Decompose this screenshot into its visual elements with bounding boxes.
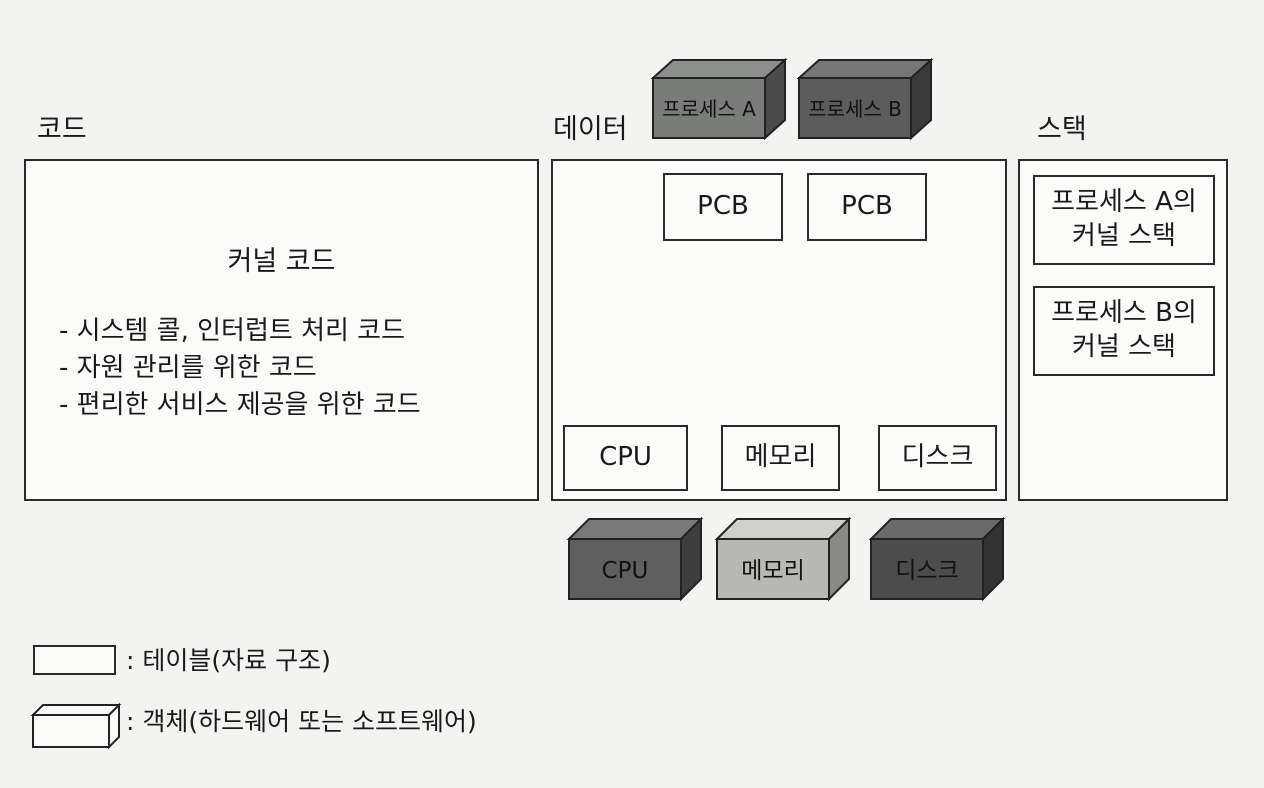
cpu-object-label: CPU [602, 558, 649, 584]
data-heading: 데이터 [553, 114, 628, 145]
legend-object-swatch-front [32, 714, 110, 748]
memory-object-top [714, 518, 852, 540]
kernel-code-list: - 시스템 콜, 인터럽트 처리 코드 - 자원 관리를 위한 코드 - 편리한… [59, 313, 421, 424]
memory-object-front [716, 538, 830, 600]
kernel-code-item: - 자원 관리를 위한 코드 [59, 353, 317, 383]
process-b-kernel-stack: 프로세스 B의 커널 스택 [1033, 286, 1215, 376]
code-heading: 코드 [37, 114, 87, 145]
legend-table-text: : 테이블(자료 구조) [126, 646, 331, 675]
memory-table: 메모리 [721, 425, 840, 491]
process-a-kernel-stack: 프로세스 A의 커널 스택 [1033, 175, 1215, 265]
memory-object-label: 메모리 [741, 558, 804, 584]
pcb-table: PCB [807, 173, 927, 241]
legend-table-swatch [33, 645, 116, 675]
legend-object-text: : 객체(하드웨어 또는 소프트웨어) [126, 707, 477, 736]
pcb-table-label: PCB [697, 191, 749, 222]
pcb-table: PCB [663, 173, 783, 241]
cpu-object-top [566, 518, 704, 540]
legend-object-swatch-top [30, 704, 122, 716]
disk-object-label: 디스크 [895, 558, 958, 584]
pcb-table-label: PCB [841, 191, 893, 222]
cpu-object-front [568, 538, 682, 600]
process-b-object-front [798, 77, 912, 139]
disk-object-top [868, 518, 1006, 540]
memory-object: 메모리 [714, 516, 852, 602]
process-b-object-label: 프로세스 B [808, 97, 902, 121]
kernel-code-title: 커널 코드 [227, 246, 336, 277]
process-a-kernel-stack-label: 프로세스 A의 커널 스택 [1051, 187, 1197, 251]
cpu-table-label: CPU [599, 442, 652, 473]
legend-object-swatch [30, 702, 122, 750]
disk-object-front [870, 538, 984, 600]
stack-area: 프로세스 A의 커널 스택 프로세스 B의 커널 스택 [1018, 159, 1228, 501]
cpu-object: CPU [566, 516, 704, 602]
process-a-object-label: 프로세스 A [662, 97, 756, 121]
kernel-code-area: 커널 코드 - 시스템 콜, 인터럽트 처리 코드 - 자원 관리를 위한 코드… [24, 159, 539, 501]
process-b-object-top [796, 59, 934, 79]
stack-heading: 스택 [1037, 114, 1087, 145]
kernel-code-item: - 편리한 서비스 제공을 위한 코드 [59, 390, 421, 420]
disk-object: 디스크 [868, 516, 1006, 602]
process-b-kernel-stack-label: 프로세스 B의 커널 스택 [1051, 298, 1197, 362]
disk-table-label: 디스크 [901, 442, 974, 473]
process-b-object: 프로세스 B [796, 57, 934, 141]
data-area: PCB PCB CPU 메모리 디스크 [551, 159, 1007, 501]
process-a-object-top [650, 59, 788, 79]
process-a-object: 프로세스 A [650, 57, 788, 141]
cpu-table: CPU [563, 425, 688, 491]
disk-table: 디스크 [878, 425, 997, 491]
process-a-object-front [652, 77, 766, 139]
kernel-code-item: - 시스템 콜, 인터럽트 처리 코드 [59, 316, 406, 346]
memory-table-label: 메모리 [744, 442, 817, 473]
